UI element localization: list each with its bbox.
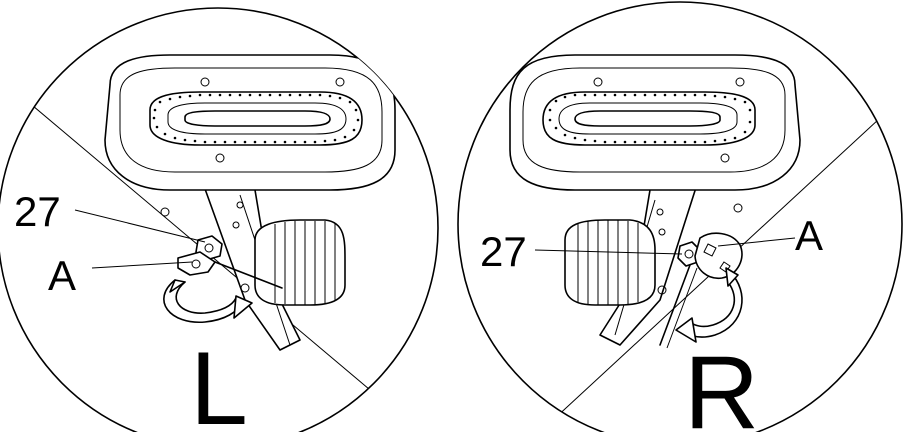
left-leader-27	[74, 209, 206, 243]
left-detail-circle	[0, 7, 439, 432]
right-pedal-block	[564, 219, 667, 306]
left-leader-a	[91, 261, 193, 269]
left-pedal-tray	[104, 54, 396, 191]
right-detail-circle	[457, 1, 903, 432]
right-pedal-tray	[509, 54, 801, 191]
right-wrench-a	[694, 232, 743, 280]
right-side-letter: R	[684, 335, 759, 432]
right-axle-rod	[659, 264, 691, 346]
right-tread-dots	[548, 93, 752, 144]
left-detail-panel: 27 A L	[0, 7, 439, 432]
right-leader-27	[534, 249, 683, 255]
curved-rotate-arrow-icon	[675, 267, 743, 343]
right-detail-panel: 27 A R	[457, 1, 903, 432]
left-pedal-block	[240, 219, 346, 306]
right-leader-a	[717, 237, 796, 247]
left-wrench-a	[177, 251, 216, 276]
left-part-number-label: 27	[14, 188, 61, 235]
left-side-letter: L	[190, 331, 248, 432]
left-axle-rod	[214, 261, 283, 289]
right-part-letter-label: A	[795, 212, 823, 259]
curved-rotate-arrow-icon	[163, 279, 253, 323]
left-part-letter-label: A	[48, 252, 76, 299]
left-tread-dots	[152, 93, 360, 144]
right-part-number-label: 27	[480, 228, 527, 275]
